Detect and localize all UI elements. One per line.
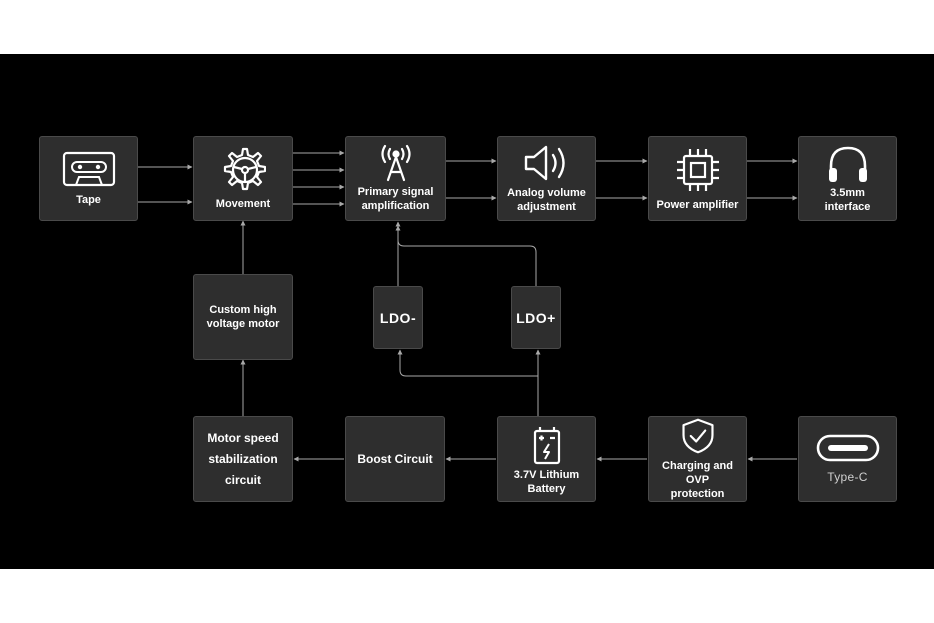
cassette-tape-icon [62, 151, 115, 186]
boost-label: Boost Circuit [357, 452, 433, 466]
tape-block: Tape [39, 136, 138, 221]
shield-check-icon [681, 418, 714, 454]
movement-label: Movement [215, 197, 271, 210]
jack-label: 3.5mm interface [824, 186, 871, 213]
battery-icon [533, 426, 560, 464]
charging-label: Charging and OVP protection [662, 460, 733, 500]
ldo-plus-label: LDO+ [516, 309, 556, 326]
speed-label: Motor speed stabilization circuit [207, 430, 279, 487]
motor-label: Custom high voltage motor [206, 304, 280, 330]
boost-block: Boost Circuit [345, 416, 445, 502]
ldo-minus-label: LDO- [379, 309, 417, 326]
antenna-tower-icon [380, 144, 411, 182]
primary-amp-label: Primary signal amplification [357, 186, 434, 212]
power-amp-label: Power amplifier [656, 199, 739, 211]
gear-wheel-icon [223, 147, 266, 190]
arrow-battery-to-ldo-minus [397, 349, 538, 377]
ldo-minus-block: LDO- [373, 286, 423, 349]
tape-label: Tape [76, 193, 101, 206]
motor-block: Custom high voltage motor [193, 274, 293, 360]
jack-block: 3.5mm interface [798, 136, 897, 221]
diagram-panel: Tape Movement Primary signal amplificati… [0, 54, 934, 569]
speed-block: Motor speed stabilization circuit [193, 416, 293, 502]
chip-icon [676, 149, 719, 191]
typec-block: Type-C [798, 416, 897, 502]
battery-block: 3.7V Lithium Battery [497, 416, 596, 502]
typec-label: Type-C [827, 470, 868, 484]
primary-amp-block: Primary signal amplification [345, 136, 446, 221]
charging-block: Charging and OVP protection [648, 416, 747, 502]
power-amp-block: Power amplifier [648, 136, 747, 221]
headphones-icon [828, 146, 867, 182]
movement-block: Movement [193, 136, 293, 221]
volume-label: Analog volume adjustment [507, 187, 586, 213]
arrow-ldo-plus-to-primary [395, 225, 537, 286]
ldo-plus-block: LDO+ [511, 286, 561, 349]
battery-label: 3.7V Lithium Battery [513, 468, 580, 495]
speaker-volume-icon [524, 145, 565, 181]
usb-c-port-icon [816, 434, 879, 462]
volume-block: Analog volume adjustment [497, 136, 596, 221]
connector-lines [138, 150, 798, 462]
